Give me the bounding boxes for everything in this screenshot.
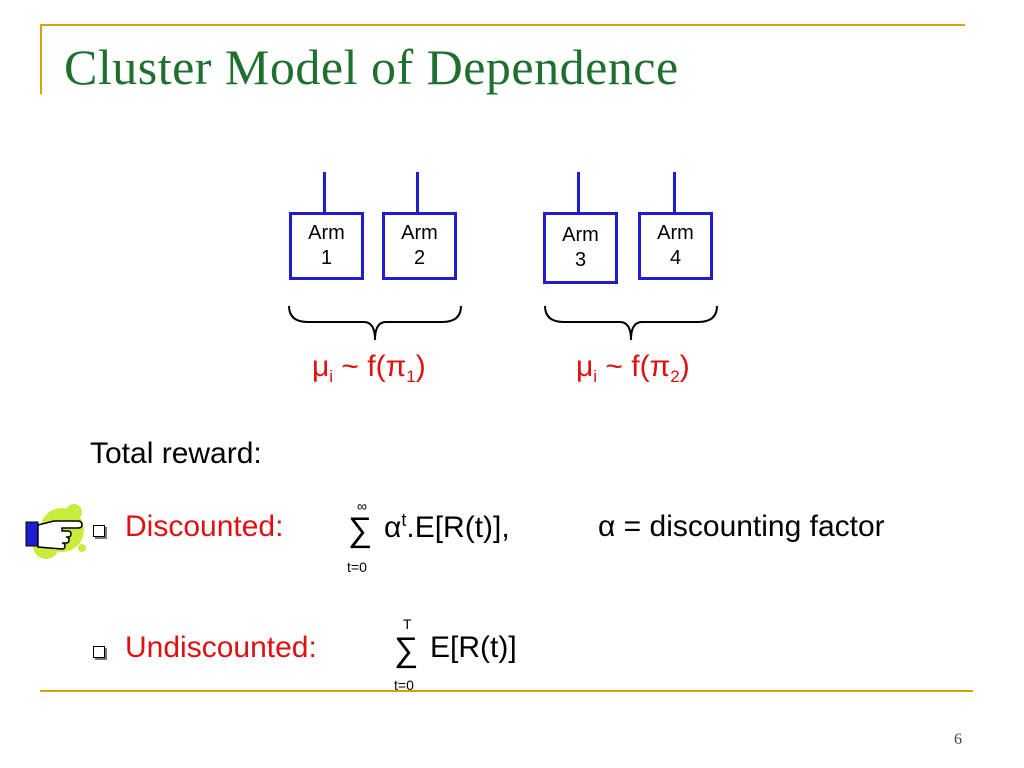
arm-2-box: Arm 2 bbox=[382, 212, 457, 280]
arm-1-number: 1 bbox=[320, 247, 333, 269]
closing-paren: ) bbox=[415, 350, 426, 383]
alpha-symbol: α bbox=[384, 511, 402, 544]
top-accent-line bbox=[40, 24, 965, 26]
expected-reward-expr: .E[R(t)], bbox=[406, 511, 510, 544]
alpha-exponent: t bbox=[401, 510, 407, 530]
mu-subscript: i bbox=[593, 367, 598, 386]
arm-1-stem bbox=[323, 172, 326, 212]
discounting-factor-note: α = discounting factor bbox=[598, 510, 885, 543]
cluster-1-prior-formula: μi ~ f(π1) bbox=[312, 350, 426, 387]
slide-title: Cluster Model of Dependence bbox=[64, 39, 679, 95]
arm-1-box: Arm 1 bbox=[289, 212, 364, 280]
page-number: 6 bbox=[954, 731, 962, 748]
mu-symbol: μ bbox=[576, 350, 594, 383]
undiscounted-label: Undiscounted: bbox=[125, 631, 317, 664]
undiscounted-sum-lower: t=0 bbox=[394, 677, 414, 693]
discounted-expression: αt.E[R(t)], bbox=[384, 510, 510, 545]
left-accent-line bbox=[40, 24, 42, 94]
pointing-hand-icon bbox=[25, 504, 86, 559]
undiscounted-bullet-icon bbox=[93, 646, 105, 658]
arm-3-box: Arm 3 bbox=[543, 212, 618, 284]
cluster-1-brace-icon bbox=[288, 305, 462, 341]
distribution-text: ~ f(π bbox=[333, 350, 407, 383]
arm-4-stem bbox=[673, 172, 676, 212]
arm-4-box: Arm 4 bbox=[638, 212, 713, 280]
arm-2-word: Arm bbox=[401, 222, 438, 244]
arm-3-stem bbox=[577, 172, 580, 212]
undiscounted-sum-sigma: ∑ bbox=[394, 631, 419, 669]
mu-subscript: i bbox=[329, 367, 334, 386]
arm-4-number: 4 bbox=[669, 247, 682, 269]
mu-symbol: μ bbox=[312, 350, 330, 383]
discounted-sum-lower: t=0 bbox=[347, 559, 367, 575]
arm-3-word: Arm bbox=[562, 224, 599, 246]
arm-2-stem bbox=[416, 172, 419, 212]
cluster-2-brace-icon bbox=[544, 305, 718, 341]
total-reward-label: Total reward: bbox=[90, 437, 262, 470]
undiscounted-expression: E[R(t)] bbox=[430, 631, 517, 664]
discounted-label: Discounted: bbox=[125, 510, 284, 543]
discounted-sum-upper: ∞ bbox=[357, 498, 367, 514]
pi-subscript: 2 bbox=[670, 367, 680, 386]
arm-2-number: 2 bbox=[413, 247, 426, 269]
arm-1-word: Arm bbox=[308, 222, 345, 244]
arm-3-number: 3 bbox=[574, 249, 587, 271]
discounted-bullet-icon bbox=[93, 525, 105, 537]
undiscounted-sum-upper: T bbox=[403, 616, 412, 632]
distribution-text: ~ f(π bbox=[597, 350, 671, 383]
closing-paren: ) bbox=[679, 350, 690, 383]
arm-4-word: Arm bbox=[657, 222, 694, 244]
pi-subscript: 1 bbox=[406, 367, 416, 386]
cluster-2-prior-formula: μi ~ f(π2) bbox=[576, 350, 690, 387]
discounted-sum-sigma: ∑ bbox=[348, 511, 373, 549]
bottom-accent-line bbox=[40, 690, 973, 692]
